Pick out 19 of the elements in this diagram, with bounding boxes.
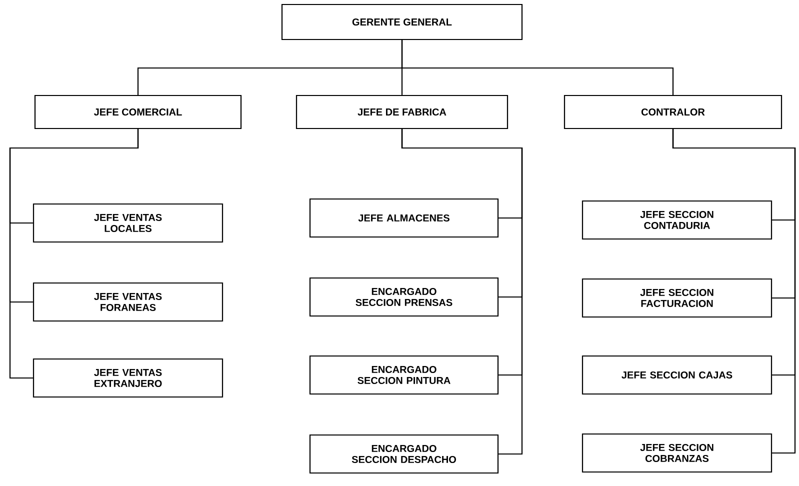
connector-line bbox=[401, 129, 523, 455]
org-box: CONTRALOR bbox=[564, 94, 782, 130]
org-box: JEFE DE FABRICA bbox=[296, 94, 508, 130]
org-box: JEFE VENTAS EXTRANJERO bbox=[32, 358, 224, 398]
org-box: JEFE SECCION COBRANZAS bbox=[582, 433, 772, 473]
org-box: JEFE SECCION FACTURACION bbox=[582, 278, 772, 318]
org-box: JEFE ALMACENES bbox=[309, 198, 499, 238]
connector-line bbox=[672, 129, 796, 454]
org-box: JEFE VENTAS LOCALES bbox=[32, 203, 224, 243]
org-box: ENCARGADO SECCION PRENSAS bbox=[309, 277, 499, 317]
org-box: JEFE VENTAS FORANEAS bbox=[32, 282, 224, 322]
org-box: ENCARGADO SECCION DESPACHO bbox=[309, 434, 499, 474]
org-box: JEFE SECCION CONTADURIA bbox=[582, 200, 772, 240]
connector-line bbox=[9, 129, 139, 379]
connector-line bbox=[401, 40, 674, 95]
org-box: ENCARGADO SECCION PINTURA bbox=[309, 355, 499, 395]
org-box: JEFE SECCION CAJAS bbox=[582, 355, 772, 395]
org-box: GERENTE GENERAL bbox=[281, 4, 523, 40]
org-box: JEFE COMERCIAL bbox=[34, 94, 242, 130]
